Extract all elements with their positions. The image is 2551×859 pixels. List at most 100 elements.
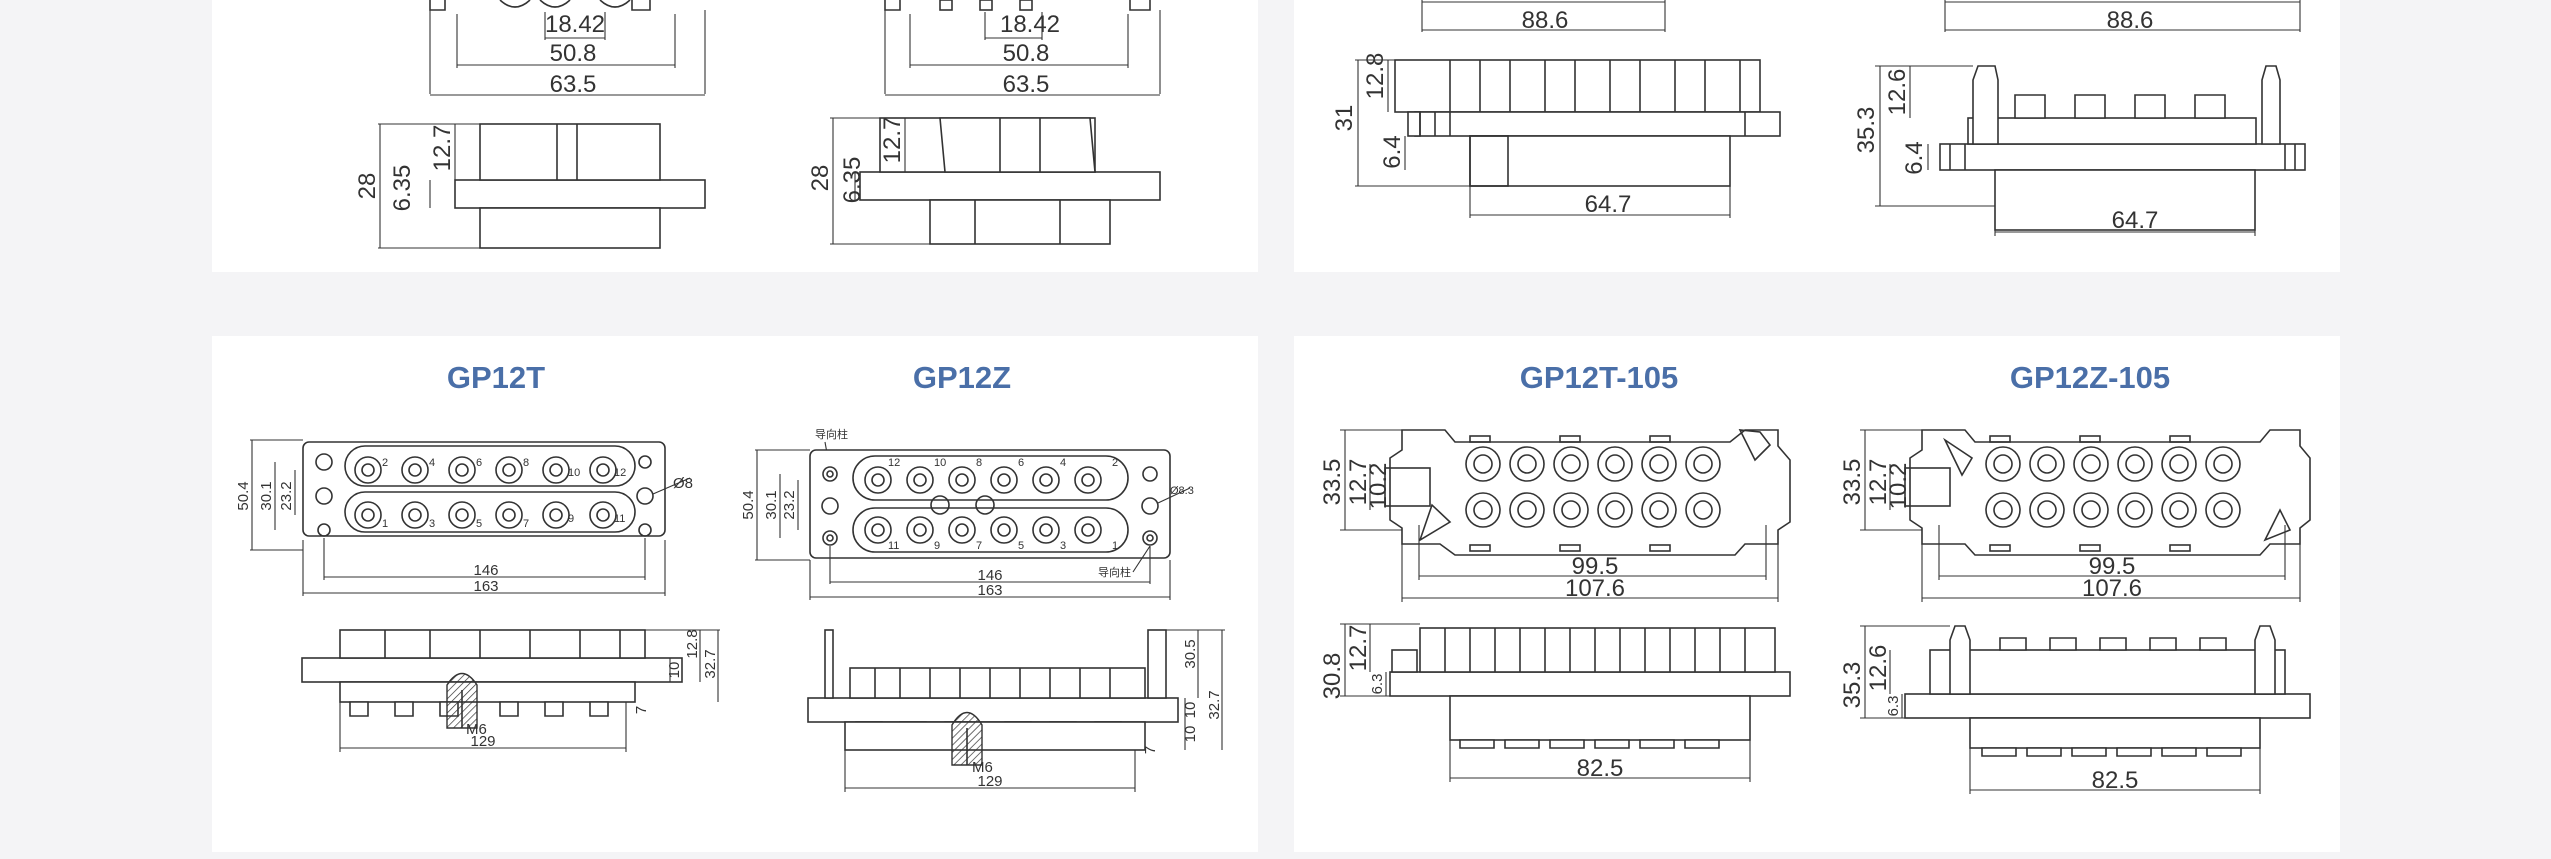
dim-12-7-t105: 12.7 (1345, 459, 1372, 506)
dim-82-5: 82.5 (1577, 755, 1624, 782)
dim-35-3: 35.3 (1853, 107, 1880, 154)
dim-99-5: 99.5 (1572, 553, 1619, 580)
dim-6-4: 6.4 (1379, 135, 1406, 168)
dim-82-5-z: 82.5 (2092, 767, 2139, 794)
panel-bottom-left (212, 336, 1258, 852)
dim-dia-8-3: Ø8.3 (1170, 485, 1194, 497)
drawing-gp12t: GP12T 2 4 6 8 10 12 1 3 5 7 9 11 (235, 360, 720, 752)
dim-88-6: 88.6 (1522, 7, 1569, 34)
pin-label: 8 (976, 457, 982, 469)
drawing-top-left-b: 18.42 50.8 63.5 28 6.35 12.7 (807, 0, 1161, 245)
dim-33-5-z: 33.5 (1839, 459, 1866, 506)
dim-12-7-b: 12.7 (879, 117, 906, 164)
dim-30-1-z: 30.1 (763, 490, 780, 519)
dim-12-8-t: 12.8 (684, 629, 701, 658)
label-guide-pin-2: 导向柱 (1098, 565, 1131, 579)
pin-label: 7 (523, 518, 529, 530)
dim-33-5: 33.5 (1319, 459, 1346, 506)
dim-88-6-b: 88.6 (2107, 7, 2154, 34)
dim-6-4-b: 6.4 (1901, 141, 1928, 174)
dim-31: 31 (1331, 105, 1358, 132)
dim-7-t: 7 (633, 706, 650, 714)
dim-30-1: 30.1 (258, 481, 275, 510)
dim-35-3-z: 35.3 (1839, 662, 1866, 709)
pin-label: 7 (976, 540, 982, 552)
dim-12-7-side: 12.7 (1345, 625, 1372, 672)
dim-99-5-z: 99.5 (2089, 553, 2136, 580)
pin-label: 11 (888, 540, 899, 552)
panel-bottom-right (1294, 336, 2340, 852)
dim-32-7-t: 32.7 (702, 649, 719, 678)
dim-12-7-z105: 12.7 (1865, 459, 1892, 506)
drawing-top-left-a: 18.42 50.8 63.5 28 6.35 12.7 (354, 0, 706, 249)
dim-28-b: 28 (807, 165, 834, 192)
dim-23-2-z: 23.2 (781, 490, 798, 519)
dim-28: 28 (354, 173, 381, 200)
pin-label: 6 (476, 457, 482, 469)
dim-107-6-z: 107.6 (2082, 575, 2142, 602)
dim-7-z: 7 (1142, 746, 1159, 754)
pin-label: 4 (429, 457, 435, 469)
drawing-top-right-a: 88.6 31 12.8 6.4 64.7 (1331, 0, 1781, 218)
title-gp12z: GP12Z (913, 360, 1011, 395)
thread-m6: M6 (466, 721, 487, 738)
pin-label: 3 (429, 518, 435, 530)
pin-label: 10 (568, 467, 580, 479)
pin-label: 9 (934, 540, 940, 552)
pin-label: 12 (614, 467, 626, 479)
title-gp12z-105: GP12Z-105 (2010, 360, 2170, 395)
pin-label: 4 (1060, 457, 1066, 469)
dim-107-6: 107.6 (1565, 575, 1625, 602)
dim-12-7: 12.7 (429, 125, 456, 172)
pin-label: 5 (1018, 540, 1024, 552)
dim-50-4-z: 50.4 (740, 490, 757, 519)
pin-label: 10 (934, 457, 946, 469)
dim-146-z: 146 (977, 567, 1002, 584)
dim-12-6: 12.6 (1884, 69, 1911, 116)
dim-64-7: 64.7 (1585, 191, 1632, 218)
dim-6-35-b: 6.35 (839, 157, 866, 204)
dim-163: 163 (473, 578, 498, 595)
dim-63-5: 63.5 (550, 71, 597, 98)
dim-10-2: 10.2 (1365, 463, 1392, 510)
pin-label: 2 (1112, 457, 1118, 469)
pin-label: 1 (1112, 540, 1118, 552)
dim-18-42: 18.42 (545, 11, 605, 38)
pin-label: 1 (382, 518, 388, 530)
pin-label: 5 (476, 518, 482, 530)
drawing-gp12z: GP12Z 导向柱 12 10 8 6 4 2 11 9 7 5 3 1 (740, 360, 1225, 792)
dim-12-6-z: 12.6 (1865, 645, 1892, 692)
dim-10-z-b: 10 (1182, 726, 1199, 743)
dim-146: 146 (473, 562, 498, 579)
thread-m6-z: M6 (972, 759, 993, 776)
dim-163-z: 163 (977, 582, 1002, 599)
dim-18-42-b: 18.42 (1000, 11, 1060, 38)
dim-6-3: 6.3 (1369, 674, 1386, 695)
pin-label: 9 (568, 513, 574, 525)
drawing-top-right-b: 88.6 35.3 12.6 6.4 64.7 (1853, 0, 2306, 236)
dim-30-8: 30.8 (1319, 653, 1346, 700)
pin-label: 12 (888, 457, 900, 469)
dim-23-2: 23.2 (278, 481, 295, 510)
pin-label: 8 (523, 457, 529, 469)
dim-12-8: 12.8 (1362, 53, 1389, 100)
dim-6-35: 6.35 (389, 165, 416, 212)
dim-dia-8: Ø8 (673, 475, 693, 492)
title-gp12t-105: GP12T-105 (1520, 360, 1679, 395)
dim-63-5-b: 63.5 (1003, 71, 1050, 98)
dim-50-8-b: 50.8 (1003, 40, 1050, 67)
dim-129-z: 129 (977, 773, 1002, 790)
pin-label: 6 (1018, 457, 1024, 469)
drawing-gp12t-105: GP12T-105 33.5 12.7 10.2 99.5 107.6 (1319, 360, 1791, 782)
dim-10-t: 10 (666, 662, 683, 679)
pin-label: 3 (1060, 540, 1066, 552)
dim-10-2-z: 10.2 (1885, 463, 1912, 510)
dim-50-8: 50.8 (550, 40, 597, 67)
dim-32-7-z: 32.7 (1206, 690, 1223, 719)
title-gp12t: GP12T (447, 360, 545, 395)
dim-64-7-b: 64.7 (2112, 207, 2159, 234)
dim-6-3-z: 6.3 (1885, 696, 1902, 717)
label-guide-pin: 导向柱 (815, 427, 848, 441)
dim-30-5-z: 30.5 (1182, 639, 1199, 668)
